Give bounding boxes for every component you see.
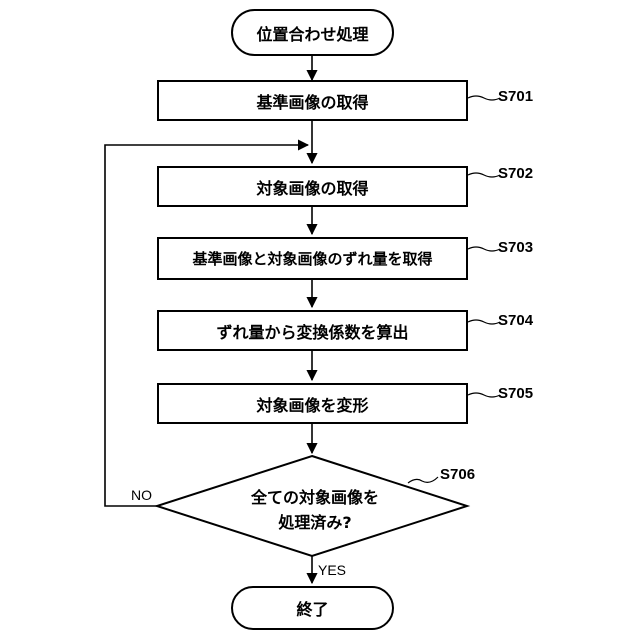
- decision-line-2: 処理済み?: [210, 510, 420, 535]
- callout-s704: [468, 320, 500, 324]
- step-s703-box: 基準画像と対象画像のずれ量を取得: [157, 237, 468, 280]
- step-s701-box: 基準画像の取得: [157, 80, 468, 121]
- callout-s705: [468, 393, 500, 397]
- step-s704-box: ずれ量から変換係数を算出: [157, 310, 468, 351]
- start-terminal: 位置合わせ処理: [231, 9, 394, 56]
- step-s704-label: S704: [498, 312, 533, 329]
- decision-line-1: 全ての対象画像を: [210, 485, 420, 510]
- branch-yes-label: YES: [318, 562, 346, 578]
- decision-text: 全ての対象画像を 処理済み?: [210, 485, 420, 535]
- step-s705-box: 対象画像を変形: [157, 383, 468, 424]
- callout-s701: [468, 96, 500, 100]
- callout-s702: [468, 173, 500, 177]
- step-s703-label: S703: [498, 239, 533, 256]
- step-s702-box: 対象画像の取得: [157, 166, 468, 207]
- step-s702-label: S702: [498, 165, 533, 182]
- step-s701-label: S701: [498, 88, 533, 105]
- end-terminal: 終了: [231, 586, 394, 630]
- step-s705-label: S705: [498, 385, 533, 402]
- branch-no-label: NO: [131, 487, 152, 503]
- callout-s706: [408, 477, 438, 483]
- decision-s706-label: S706: [440, 466, 475, 483]
- callout-s703: [468, 247, 500, 251]
